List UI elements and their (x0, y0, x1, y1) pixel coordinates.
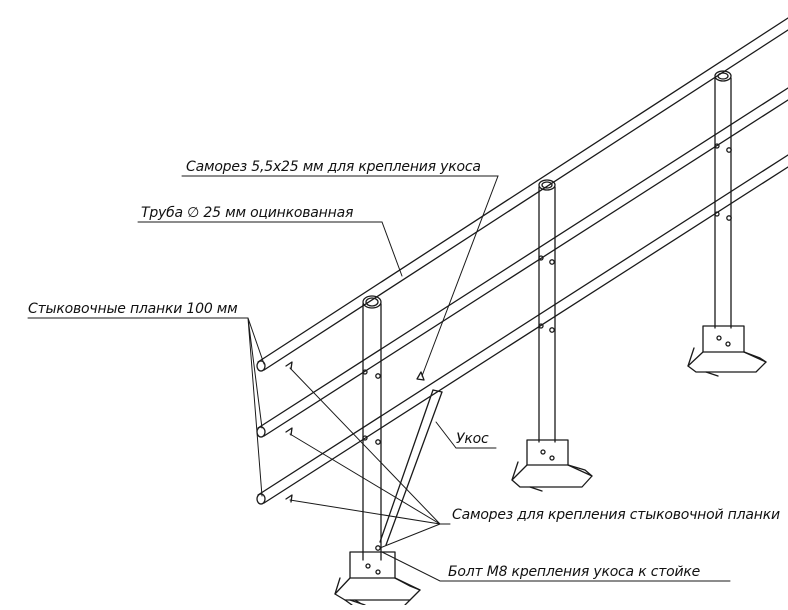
base-middle (511, 439, 593, 492)
brace (379, 389, 443, 546)
pipe-top (256, 17, 788, 372)
pipe-bottom (256, 154, 788, 505)
label-screw-plate: Саморез для крепления стыковочной планки (452, 507, 780, 523)
base-front (334, 551, 421, 606)
pipe-middle (256, 87, 788, 438)
post-back (714, 70, 732, 329)
leader-bolt (381, 551, 731, 582)
label-brace: Укос (456, 431, 489, 447)
leader-pipe (137, 221, 403, 277)
label-joint-plates: Стыковочные планки 100 мм (28, 301, 238, 317)
post-front (362, 295, 382, 561)
leader-screw-brace (181, 175, 499, 377)
label-bolt: Болт М8 крепления укоса к стойке (448, 564, 701, 580)
leader-screw-plate (289, 367, 451, 549)
joint-screws (285, 361, 293, 503)
base-back (687, 325, 767, 377)
post-middle (538, 179, 556, 443)
label-screw-brace: Саморез 5,5х25 мм для крепления укоса (186, 159, 481, 175)
leader-joint-plates (27, 317, 265, 497)
leader-brace (435, 421, 497, 449)
label-pipe: Труба ∅ 25 мм оцинкованная (141, 205, 354, 221)
